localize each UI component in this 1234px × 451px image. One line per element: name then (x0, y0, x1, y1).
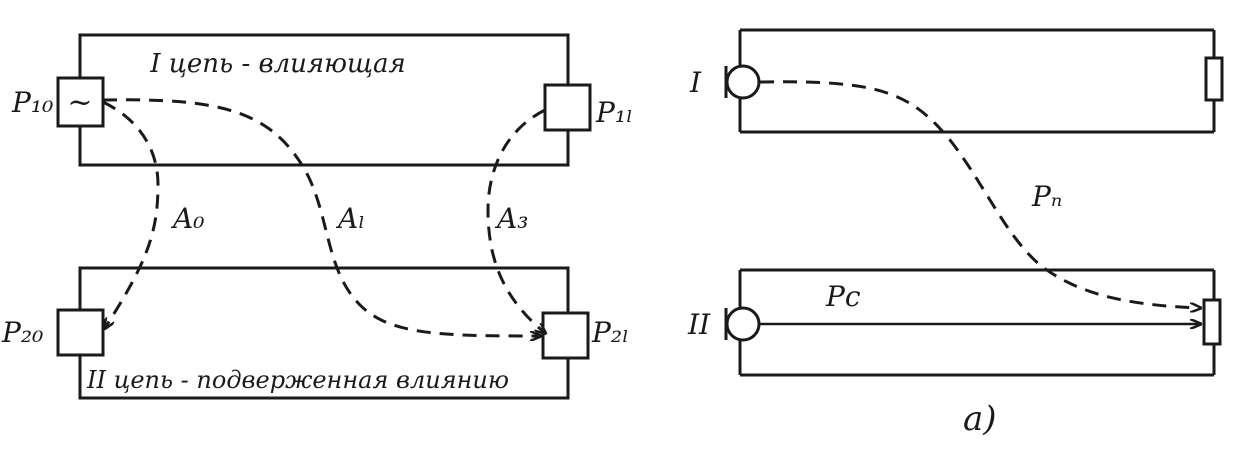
generator-icon: ~ (67, 85, 92, 120)
receiver-box-p20 (56, 308, 105, 357)
label-p10: P₁₀ (11, 86, 53, 119)
path-a3 (486, 108, 545, 333)
caption-a: а) (963, 399, 997, 439)
path-al (102, 98, 540, 336)
right-diagram: I II Pₙ Pс а) (687, 28, 1224, 439)
label-p2l: P₂ₗ (591, 316, 629, 349)
right-label-circuit1: I (689, 66, 702, 99)
label-a0: A₀ (170, 202, 204, 235)
circuit2-source (725, 306, 761, 342)
circuit2-title: II цепь - подверженная влиянию (86, 366, 509, 394)
load-box-p1l (543, 83, 592, 132)
circuit1-load-resistor (1204, 56, 1224, 102)
label-p1l: P₁ₗ (595, 96, 633, 129)
circuit1-title: I цепь - влияющая (149, 49, 406, 79)
interference-path-pn (759, 80, 1200, 308)
label-pn: Pₙ (1031, 180, 1062, 213)
left-diagram: ~ I цепь - влияющая II цепь - подверженн… (1, 33, 633, 400)
label-al: Aₗ (335, 202, 365, 235)
circuit2-load-resistor (1202, 298, 1222, 346)
receiver-box-p2l (541, 311, 590, 360)
right-label-circuit2: II (687, 308, 711, 341)
path-a0 (103, 100, 160, 328)
label-a3: A₃ (494, 202, 528, 235)
label-pc: Pс (825, 280, 861, 313)
circuit1-source (725, 64, 761, 100)
label-p20: P₂₀ (1, 316, 43, 349)
